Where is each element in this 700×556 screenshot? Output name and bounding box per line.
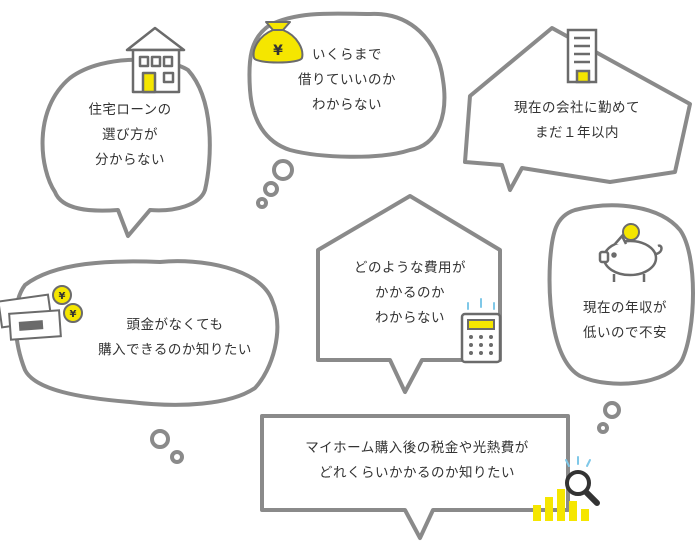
bubble-down-payment-text: 頭金がなくても 購入できるのか知りたい [80,313,270,363]
text-line: まだ１年以内 [535,125,619,141]
thought-dot-medium [263,181,279,197]
thought-dot-small [256,197,268,209]
thought-dot-large [272,159,294,181]
bubble-loan-choice-text: 住宅ローンの 選び方が 分からない [60,98,200,173]
text-line: 分からない [95,152,165,168]
office-building-icon [566,28,598,84]
text-line: いくらまで [312,47,382,63]
text-line: マイホーム購入後の税金や光熱費が [305,440,529,456]
bubble-costs-text: どのような費用が かかるのか わからない [335,256,485,331]
thought-dot-small [597,422,609,434]
bubble-borrow-text: いくらまで 借りていいのか わからない [272,43,422,118]
text-line: わからない [375,310,445,326]
bubble-down-payment-outline [13,259,280,407]
bubble-taxes-outline [260,414,570,540]
house-icon [125,26,186,94]
bubble-income-text: 現在の年収が 低いので不安 [560,296,690,346]
text-line: どのような費用が [354,260,466,276]
calculator-icon [460,298,502,364]
text-line: 低いので不安 [583,325,667,341]
bubble-new-job-outline [463,26,692,192]
text-line: 購入できるのか知りたい [98,342,252,358]
text-line: どれくらいかかるのか知りたい [319,465,515,481]
bubble-borrow-outline [247,11,447,159]
text-line: 住宅ローンの [88,102,172,118]
banknotes-icon: ¥ ¥ [0,285,83,341]
svg-text:¥: ¥ [59,291,66,302]
text-line: わからない [312,97,382,113]
text-line: 現在の年収が [583,300,667,316]
text-line: 頭金がなくても [126,317,224,333]
svg-text:¥: ¥ [273,43,283,59]
text-line: 借りていいのか [298,72,396,88]
thought-dot-large [603,401,621,419]
bubble-income-outline [547,203,695,386]
text-line: かかるのか [375,285,445,301]
thought-dot-large [150,429,170,449]
money-bag-icon: ¥ [252,21,304,64]
svg-text:¥: ¥ [70,309,77,320]
text-line: 現在の会社に勤めて [514,100,640,116]
text-line: 選び方が [102,127,158,143]
bubble-taxes-text: マイホーム購入後の税金や光熱費が どれくらいかかるのか知りたい [272,436,562,486]
thought-dot-medium [170,450,184,464]
bubble-new-job-text: 現在の会社に勤めて まだ１年以内 [487,96,667,146]
bubble-costs-outline [316,194,502,394]
magnifier-chart-icon [533,456,600,521]
piggy-bank-icon [598,223,663,282]
